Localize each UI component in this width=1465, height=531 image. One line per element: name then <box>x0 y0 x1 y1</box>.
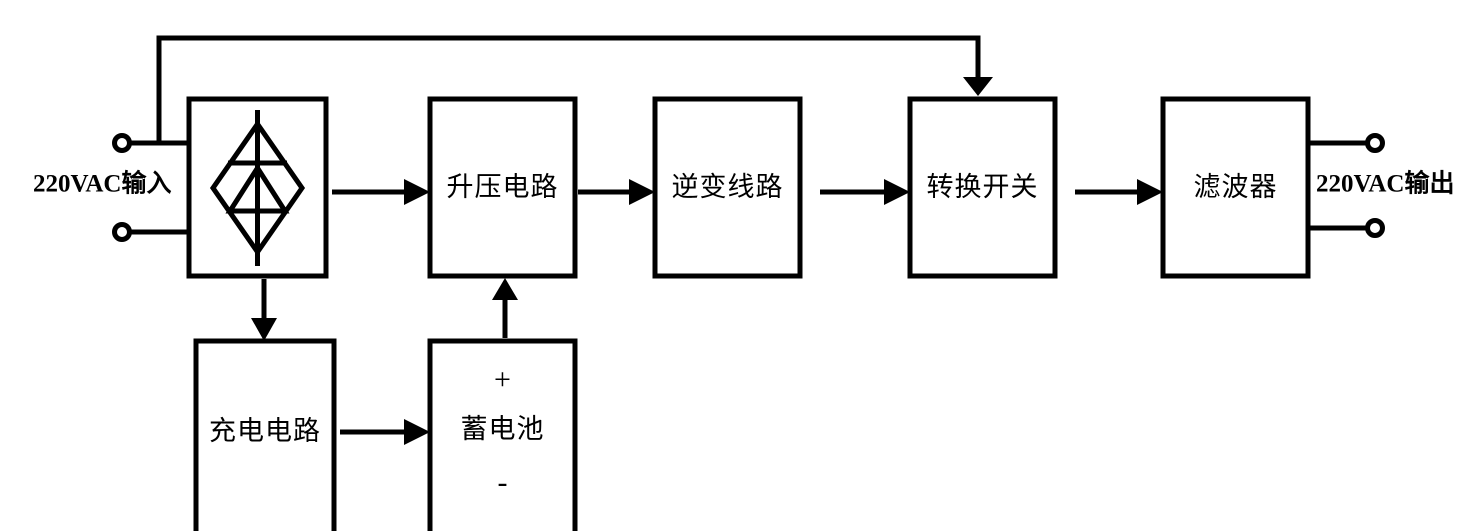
rectifier-diamond-icon <box>209 110 306 266</box>
battery-plus-label: + <box>494 363 511 396</box>
output-terminal-top <box>1365 133 1385 153</box>
bypass-arrowhead <box>963 77 993 96</box>
boost-label: 升压电路 <box>447 172 559 202</box>
block-charger[interactable]: 充电电路 <box>193 338 337 531</box>
battery-box[interactable] <box>427 338 578 531</box>
transfer-switch-label: 转换开关 <box>927 172 1039 202</box>
arrow-inverter-to-transfer-switch <box>820 179 910 205</box>
inverter-label: 逆变线路 <box>672 172 784 202</box>
output-terminal-bottom <box>1365 218 1385 238</box>
arrow-rectifier-to-boost <box>332 179 430 205</box>
input-label: 220VAC输入 <box>33 169 171 198</box>
output-terminals <box>1308 133 1385 238</box>
arrow-rectifier-to-charger <box>251 279 277 341</box>
block-transfer-switch[interactable]: 转换开关 <box>907 96 1058 279</box>
input-terminals <box>112 133 189 242</box>
arrow-charger-to-battery <box>340 419 430 445</box>
block-rectifier[interactable] <box>186 96 329 279</box>
output-label: 220VAC输出 <box>1316 169 1454 198</box>
arrow-battery-to-boost <box>492 278 518 338</box>
block-inverter[interactable]: 逆变线路 <box>652 96 803 279</box>
input-terminal-top <box>112 133 132 153</box>
bypass-line <box>156 35 993 143</box>
battery-minus-label: - <box>498 466 508 499</box>
block-battery[interactable]: + 蓄电池 - <box>427 338 578 531</box>
charger-box[interactable] <box>193 338 337 531</box>
arrow-boost-to-inverter <box>578 179 655 205</box>
input-terminal-bottom <box>112 222 132 242</box>
boost-box[interactable] <box>427 96 578 279</box>
block-filter[interactable]: 滤波器 <box>1160 96 1311 279</box>
transfer-switch-box[interactable] <box>907 96 1058 279</box>
block-boost[interactable]: 升压电路 <box>427 96 578 279</box>
filter-box[interactable] <box>1160 96 1311 279</box>
filter-label: 滤波器 <box>1194 172 1278 202</box>
arrow-transfer-switch-to-filter <box>1075 179 1163 205</box>
inverter-box[interactable] <box>652 96 803 279</box>
charger-label: 充电电路 <box>209 416 321 446</box>
battery-label: 蓄电池 <box>461 414 545 444</box>
